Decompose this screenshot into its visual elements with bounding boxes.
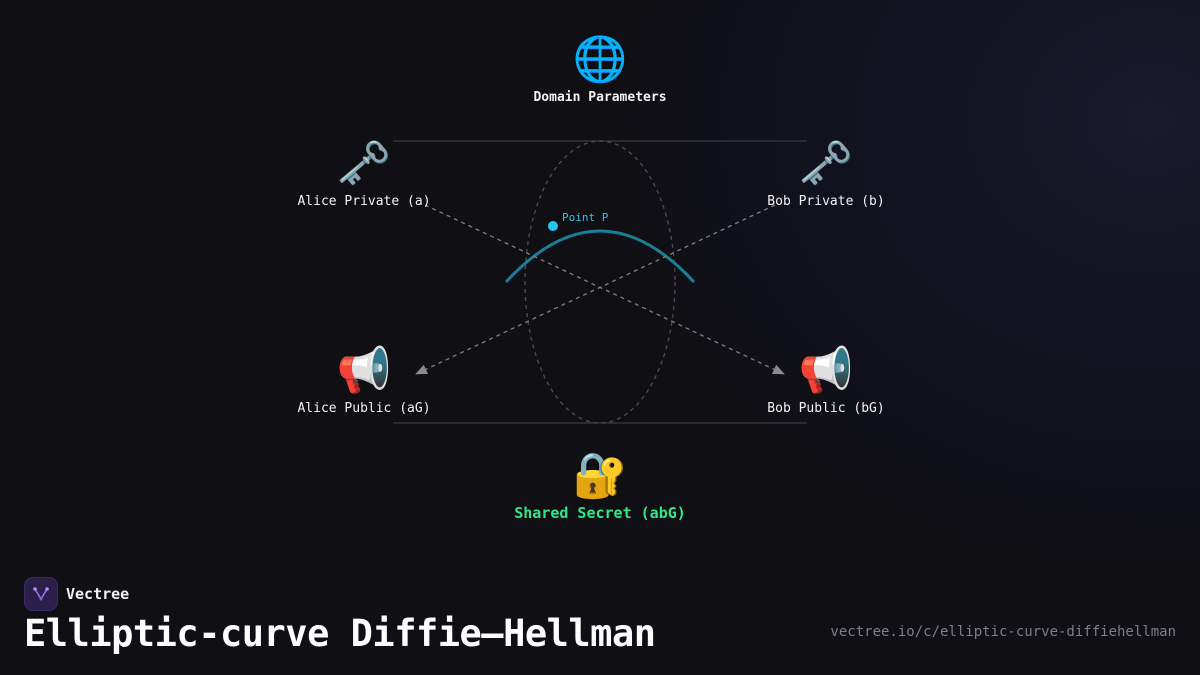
- shared-secret-node: 🔐 Shared Secret (abG): [480, 450, 720, 521]
- vectree-logo-icon: [24, 577, 58, 611]
- domain-parameters-node: 🌐 Domain Parameters: [500, 34, 700, 106]
- brand: Vectree: [24, 577, 129, 611]
- source-url: vectree.io/c/elliptic-curve-diffiehellma…: [830, 624, 1176, 640]
- edge-alice-private-to-bob-public: [424, 204, 785, 375]
- elliptic-curve-arc: [504, 229, 696, 284]
- brand-name: Vectree: [66, 585, 130, 603]
- key-icon: 🗝️: [336, 138, 392, 189]
- curve-point-p: [548, 221, 558, 231]
- central-ellipse: [524, 140, 676, 424]
- alice-private-label: Alice Private (a): [297, 194, 431, 209]
- edge-bob-private-to-alice-public: [415, 204, 776, 375]
- page-title: Elliptic-curve Diffie–Hellman: [24, 612, 656, 655]
- alice-public-label: Alice Public (aG): [297, 401, 431, 416]
- bob-public-label: Bob Public (bG): [767, 401, 885, 416]
- domain-parameters-label: Domain Parameters: [533, 90, 667, 105]
- locked-with-key-icon: 🔐: [572, 450, 628, 501]
- curve-point-label: Point P: [562, 211, 609, 224]
- megaphone-icon: 📢: [336, 345, 392, 396]
- alice-public-node: 📢 Alice Public (aG): [284, 345, 444, 417]
- bob-private-node: 🗝️ Bob Private (b): [746, 138, 906, 210]
- key-icon: 🗝️: [798, 138, 854, 189]
- shared-secret-label: Shared Secret (abG): [514, 504, 686, 522]
- alice-private-node: 🗝️ Alice Private (a): [284, 138, 444, 210]
- globe-icon: 🌐: [572, 34, 628, 85]
- bob-public-node: 📢 Bob Public (bG): [746, 345, 906, 417]
- megaphone-icon: 📢: [798, 345, 854, 396]
- bob-private-label: Bob Private (b): [767, 194, 885, 209]
